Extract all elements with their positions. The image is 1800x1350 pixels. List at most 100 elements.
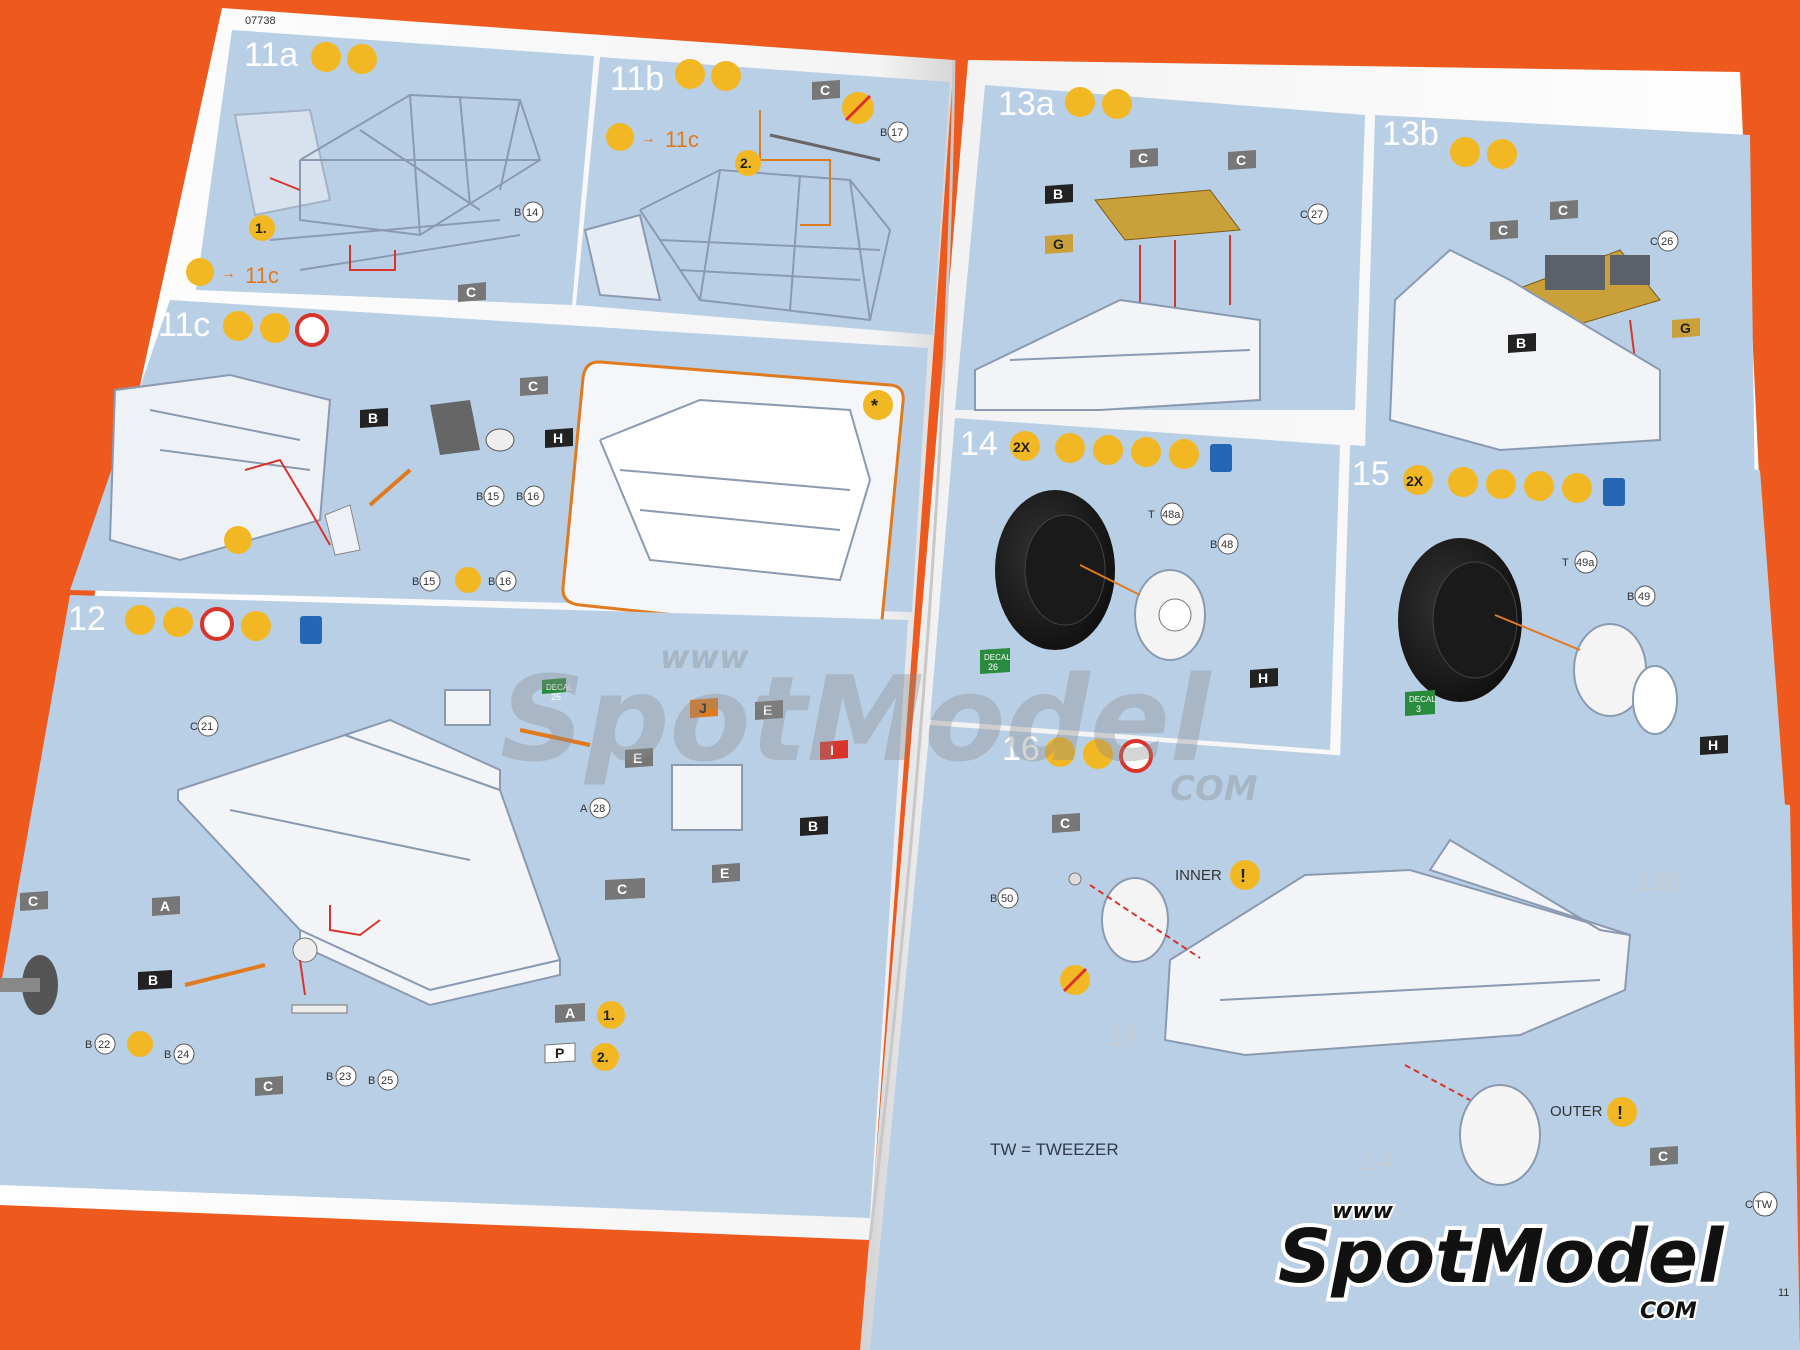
- step-number-13a: 13a: [998, 85, 1055, 123]
- page-number: 11: [1778, 1287, 1789, 1299]
- svg-text:15: 15: [487, 491, 499, 503]
- svg-text:21: 21: [201, 721, 213, 733]
- brush-icon: [260, 313, 290, 343]
- svg-text:15: 15: [423, 576, 435, 588]
- flag-c: C: [528, 378, 538, 394]
- svg-text:DECAL: DECAL: [546, 683, 573, 692]
- paint-icon: [675, 59, 705, 89]
- left-page: 07738 11a 1. →: [0, 8, 954, 1240]
- svg-text:*: *: [871, 396, 878, 416]
- brush-icon: [1524, 471, 1554, 501]
- svg-text:B: B: [514, 207, 521, 219]
- corner-logo: www SpotModel COM: [1274, 1197, 1729, 1326]
- svg-text:C: C: [1650, 236, 1658, 248]
- paint-icon: [1093, 435, 1123, 465]
- front-tire: [995, 490, 1115, 650]
- svg-text:B: B: [1210, 539, 1217, 551]
- decal-placement-icon: [1562, 473, 1592, 503]
- svg-text:49a: 49a: [1576, 557, 1595, 569]
- flag-c: C: [1558, 202, 1568, 218]
- tweezer-icon: [224, 526, 252, 554]
- ref-11c: 11c: [665, 127, 699, 152]
- flag-c: C: [617, 881, 627, 897]
- svg-text:!: !: [1240, 866, 1246, 886]
- watermark-prefix: www: [660, 638, 749, 676]
- flag-c: C: [263, 1078, 273, 1094]
- svg-text:B: B: [990, 893, 997, 905]
- rear-tire: [1398, 538, 1522, 702]
- svg-text:C: C: [1745, 1199, 1753, 1211]
- outer-label: OUTER: [1550, 1103, 1603, 1120]
- part-number: 14: [526, 207, 538, 219]
- svg-text:26: 26: [1661, 236, 1673, 248]
- flag-e: E: [763, 702, 772, 718]
- flag-c: C: [1138, 150, 1148, 166]
- hub-assembly: [0, 955, 58, 1015]
- inner-wheel: [1101, 877, 1169, 963]
- logo-prefix: www: [1332, 1199, 1394, 1224]
- svg-text:27: 27: [1311, 209, 1323, 221]
- svg-text:B: B: [476, 491, 483, 503]
- svg-text:C: C: [190, 721, 198, 733]
- warning-icon: [1607, 1097, 1637, 1127]
- flag-a: A: [160, 898, 170, 914]
- decal-placement-icon: [241, 611, 271, 641]
- multiplier: 2X: [1013, 439, 1031, 455]
- flag-e: E: [720, 865, 729, 881]
- svg-text:B: B: [880, 127, 887, 139]
- ref-11c: 11c: [245, 263, 279, 288]
- decal-3: 3: [1416, 704, 1421, 714]
- svg-text:17: 17: [891, 127, 903, 139]
- brush-icon: [163, 607, 193, 637]
- chassis-tub-illustration: [177, 718, 562, 1007]
- svg-text:50: 50: [1001, 893, 1013, 905]
- ref-14: 14: [1108, 1020, 1139, 1051]
- decal-25: 25: [551, 692, 561, 702]
- center-watermark: www SpotModel COM: [500, 638, 1258, 809]
- svg-text:C: C: [1300, 209, 1308, 221]
- svg-text:TW: TW: [1755, 1199, 1773, 1211]
- svg-text:B: B: [1627, 591, 1634, 603]
- svg-text:B: B: [85, 1039, 92, 1051]
- glue-icon: [455, 567, 481, 593]
- svg-text:16: 16: [499, 576, 511, 588]
- multiplier: 2X: [1406, 473, 1424, 489]
- svg-text:B: B: [516, 491, 523, 503]
- svg-text:B: B: [488, 576, 495, 588]
- flag-b: B: [148, 972, 158, 988]
- panel-11a: 11a 1. → 11c B 14: [186, 30, 594, 305]
- panel-11b: 11b 2. C B 17 → 1: [576, 57, 950, 335]
- svg-text:16: 16: [527, 491, 539, 503]
- flag-b: B: [808, 818, 818, 834]
- callout-1: 1.: [255, 220, 267, 236]
- flag-e: E: [633, 750, 642, 766]
- callout-2: 2.: [597, 1049, 609, 1065]
- step-number-13b: 13b: [1382, 115, 1439, 153]
- callout-2: 2.: [740, 155, 752, 171]
- step-number-14: 14: [960, 425, 998, 463]
- flag-h: H: [553, 430, 563, 446]
- clock-icon: [200, 607, 234, 641]
- glue-icon: [127, 1031, 153, 1057]
- flag-c: C: [1060, 815, 1070, 831]
- paint-icon: [311, 42, 341, 72]
- svg-text:B: B: [326, 1071, 333, 1083]
- svg-text:B: B: [412, 576, 419, 588]
- paint-icon: [1450, 137, 1480, 167]
- step-number-11b: 11b: [610, 60, 664, 98]
- svg-text:25: 25: [381, 1075, 393, 1087]
- decal-26: 26: [988, 662, 998, 672]
- no-glue-icon: [1448, 467, 1478, 497]
- flag-g: G: [1053, 236, 1064, 252]
- panel-13b: 13b C C B G C 26: [1365, 115, 1755, 500]
- panel-16: 16 C B 50 INNER ! 13b 14: [870, 725, 1800, 1350]
- brush-icon: [1131, 437, 1161, 467]
- flag-c: C: [466, 284, 476, 300]
- warning-icon: [1230, 860, 1260, 890]
- tweezer-legend: TW = TWEEZER: [990, 1140, 1119, 1159]
- glue-icon: [186, 258, 214, 286]
- svg-text:22: 22: [98, 1039, 110, 1051]
- svg-text:!: !: [1617, 1103, 1623, 1123]
- svg-text:DECAL: DECAL: [1409, 695, 1436, 704]
